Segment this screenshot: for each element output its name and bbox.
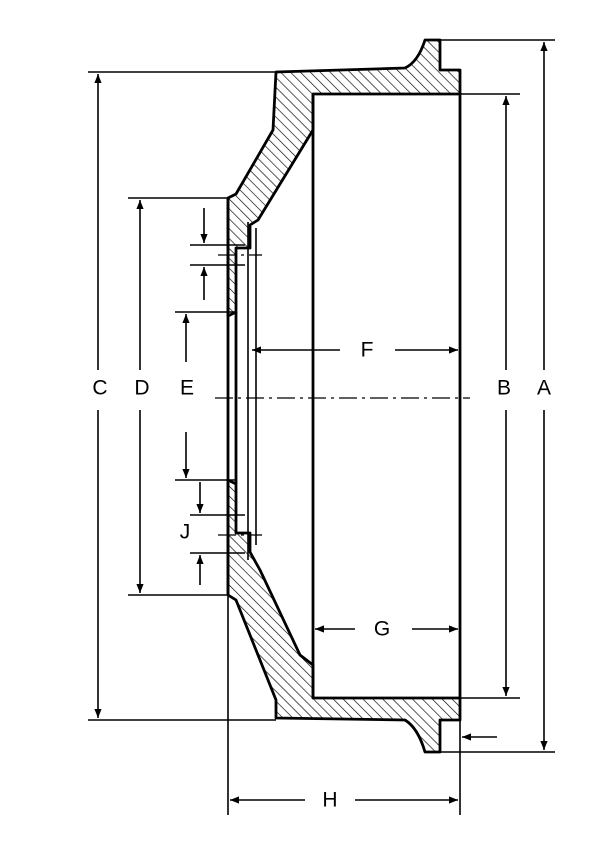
label-j: J (180, 521, 191, 544)
extension-lines (88, 39, 555, 815)
drum-wall-lower (226, 478, 462, 754)
label-e: E (180, 377, 194, 400)
label-g: G (374, 618, 390, 641)
dimension-lines (94, 42, 548, 804)
label-f: F (361, 339, 374, 362)
label-c: C (92, 377, 107, 400)
label-h: H (322, 789, 337, 812)
drum-cross-section (226, 38, 462, 754)
label-b: B (497, 377, 511, 400)
label-a: A (537, 377, 551, 400)
label-d: D (134, 377, 149, 400)
drum-wall-upper (226, 38, 462, 318)
